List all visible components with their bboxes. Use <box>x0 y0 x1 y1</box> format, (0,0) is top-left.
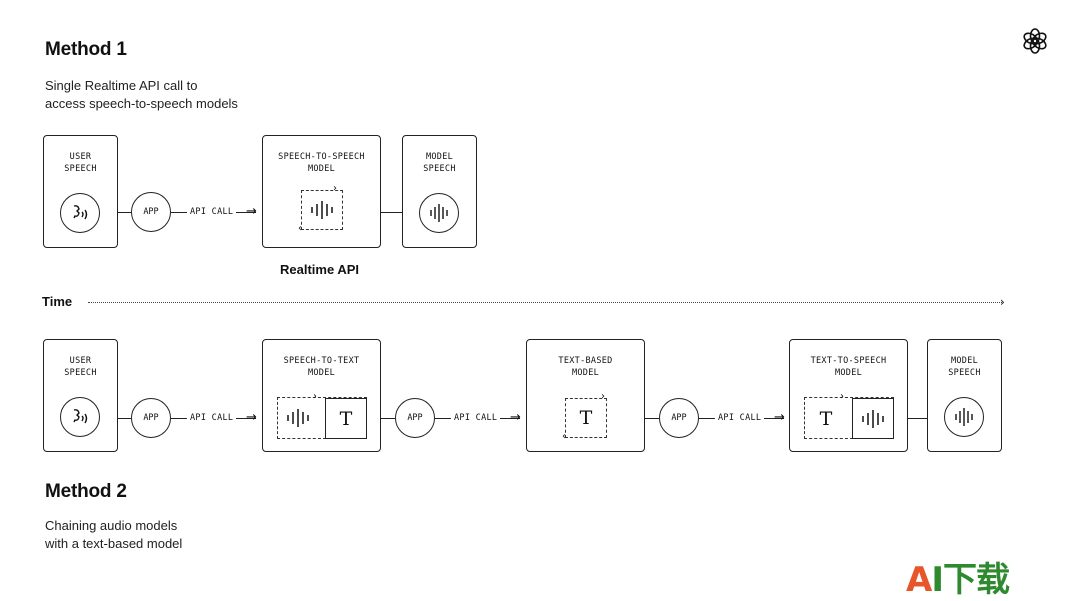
method2-subtitle-line1: Chaining audio models <box>45 518 178 533</box>
m1-sts-model-box: SPEECH-TO-SPEECH MODEL › ‹ <box>262 135 381 248</box>
m1-sts-model-label: SPEECH-TO-SPEECH MODEL <box>278 152 365 174</box>
m2-app-node-3: APP <box>659 398 699 438</box>
m1-user-speech-box: USER SPEECH <box>43 135 118 248</box>
tts-waveform-frame <box>852 398 894 439</box>
m2-app-node-1: APP <box>131 398 171 438</box>
m2-text-model-label: TEXT-BASED MODEL <box>558 356 613 378</box>
loop-dashed-frame <box>301 190 343 230</box>
m1-model-speech-label: MODEL SPEECH <box>423 152 456 174</box>
text-loop-dashed-frame <box>565 398 607 438</box>
watermark-rest: I下载 <box>931 560 1010 600</box>
waveform-icon <box>862 409 884 428</box>
arrow-right-icon: → <box>246 204 257 219</box>
watermark-logo: AI下载 <box>906 552 1010 601</box>
m2-user-speech-label: USER SPEECH <box>64 356 97 378</box>
realtime-api-label: Realtime API <box>280 262 359 277</box>
m2-text-model-box: TEXT-BASED MODEL T › ‹ <box>526 339 645 452</box>
time-arrow-icon: › <box>1000 295 1005 309</box>
m2-stt-model-label: SPEECH-TO-TEXT MODEL <box>283 356 360 378</box>
m2-tts-model-label: TEXT-TO-SPEECH MODEL <box>810 356 887 378</box>
watermark-a: A <box>906 560 932 600</box>
method2-subtitle-line2: with a text-based model <box>45 536 183 551</box>
speaking-head-icon <box>60 193 100 233</box>
audio-wave-icon <box>944 397 984 437</box>
stt-arrow-icon: › <box>313 391 317 402</box>
m2-tts-text-glyph: T <box>819 407 833 430</box>
arrow-right-icon: → <box>246 410 257 425</box>
method1-subtitle-line2: access speech-to-speech models <box>45 96 238 111</box>
m2-api-call-label-2: API CALL <box>451 412 501 424</box>
speaking-head-icon <box>60 397 100 437</box>
arrow-right-icon: → <box>510 410 521 425</box>
m1-connector-3 <box>381 212 402 213</box>
method1-title: Method 1 <box>45 39 127 60</box>
m2-stt-text-glyph: T <box>325 398 367 439</box>
loop-arrow-right-icon: › <box>601 391 605 402</box>
m2-model-speech-label: MODEL SPEECH <box>948 356 981 378</box>
waveform-icon <box>285 409 311 432</box>
openai-logo-icon <box>1020 26 1050 56</box>
loop-arrow-left-icon: ‹ <box>562 431 566 442</box>
m2-connector-3 <box>381 418 395 419</box>
m1-app-node: APP <box>131 192 171 232</box>
method1-subtitle-line1: Single Realtime API call to <box>45 78 198 93</box>
m2-api-call-label-3: API CALL <box>715 412 765 424</box>
m2-stt-model-box: SPEECH-TO-TEXT MODEL › T <box>262 339 381 452</box>
m2-connector-5 <box>645 418 659 419</box>
m1-model-speech-box: MODEL SPEECH <box>402 135 477 248</box>
m1-connector-1 <box>118 212 131 213</box>
loop-arrow-right-icon: › <box>333 183 337 194</box>
m2-text-model-glyph: T <box>579 407 593 429</box>
waveform-icon <box>309 201 335 224</box>
m2-connector-1 <box>118 418 131 419</box>
time-label: Time <box>42 294 73 309</box>
audio-wave-icon <box>419 193 459 233</box>
m1-user-speech-label: USER SPEECH <box>64 152 97 174</box>
m1-api-call-label: API CALL <box>187 206 237 218</box>
m2-app-node-2: APP <box>395 398 435 438</box>
m2-model-speech-box: MODEL SPEECH <box>927 339 1002 452</box>
m2-user-speech-box: USER SPEECH <box>43 339 118 452</box>
loop-arrow-left-icon: ‹ <box>298 223 302 234</box>
tts-arrow-icon: › <box>840 391 844 402</box>
m2-api-call-label-1: API CALL <box>187 412 237 424</box>
method2-title: Method 2 <box>45 481 127 502</box>
m2-tts-model-box: TEXT-TO-SPEECH MODEL T › <box>789 339 908 452</box>
time-dotted-line <box>88 302 1002 303</box>
arrow-right-icon: → <box>774 410 785 425</box>
m2-connector-7 <box>908 418 927 419</box>
